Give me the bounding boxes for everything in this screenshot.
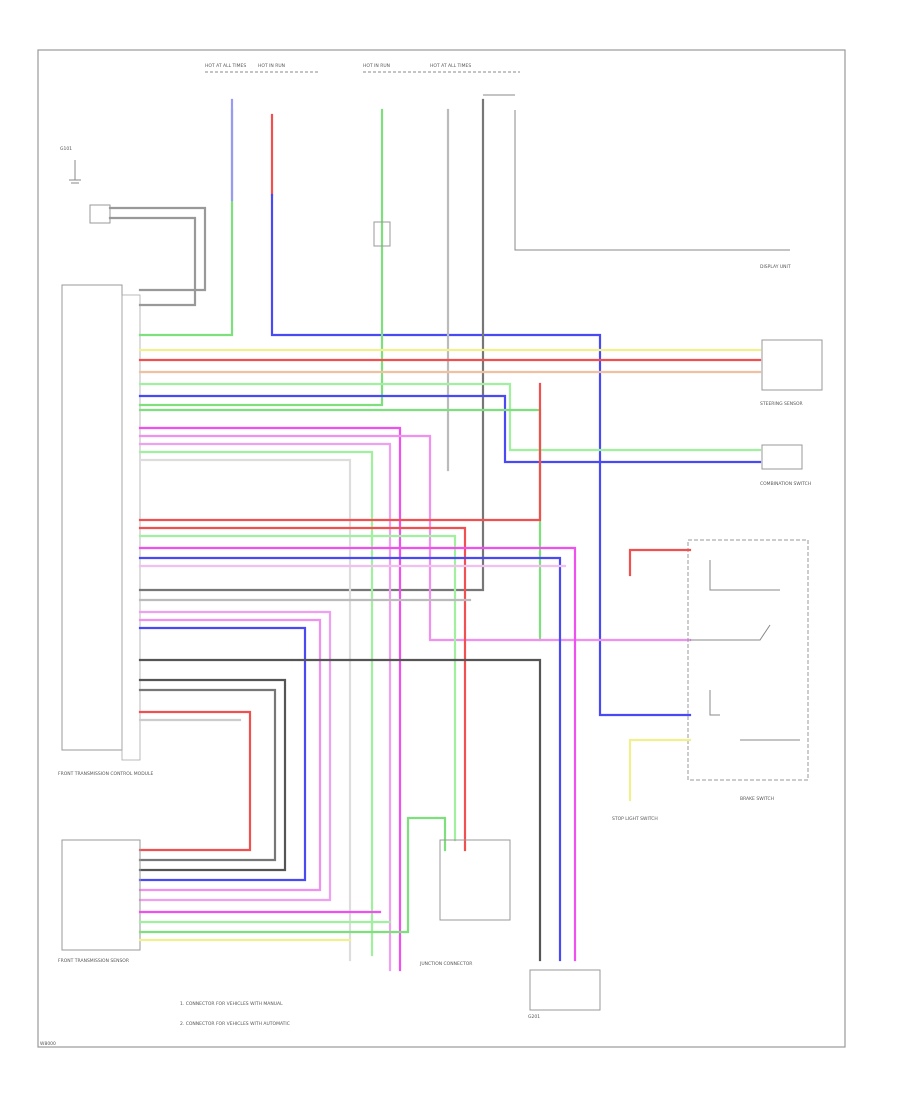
brake-switch-box xyxy=(687,539,809,781)
top-label-2: HOT IN RUN xyxy=(258,63,285,69)
page-code: W8000 xyxy=(40,1041,56,1047)
top-label-1: HOT AT ALL TIMES xyxy=(205,63,246,69)
ground-left-icon xyxy=(69,160,81,184)
brake-switch-label: BRAKE SWITCH xyxy=(740,796,774,802)
footnote-1: 1. CONNECTOR FOR VEHICLES WITH MANUAL xyxy=(180,1001,283,1007)
top-label-3: HOT IN RUN xyxy=(363,63,390,69)
diagram-frame xyxy=(37,49,846,1048)
ground-bottom-label: G201 xyxy=(528,1014,540,1020)
ecm-box xyxy=(61,284,123,751)
ecm-connector xyxy=(121,294,141,761)
combination-switch-label: COMBINATION SWITCH xyxy=(760,481,811,487)
ground-left-label: G101 xyxy=(60,146,72,152)
display-unit-label: DISPLAY UNIT xyxy=(760,264,791,270)
steering-sensor-label: STEERING SENSOR xyxy=(760,401,803,407)
footnote-2: 2. CONNECTOR FOR VEHICLES WITH AUTOMATIC xyxy=(180,1021,290,1027)
top-label-4: HOT AT ALL TIMES xyxy=(430,63,471,69)
junction-label: JUNCTION CONNECTOR xyxy=(419,961,472,967)
lower-module-label: FRONT TRANSMISSION SENSOR xyxy=(58,958,129,964)
ecm-label: FRONT TRANSMISSION CONTROL MODULE xyxy=(58,771,153,777)
stop-light-label: STOP LIGHT SWITCH xyxy=(612,816,658,822)
